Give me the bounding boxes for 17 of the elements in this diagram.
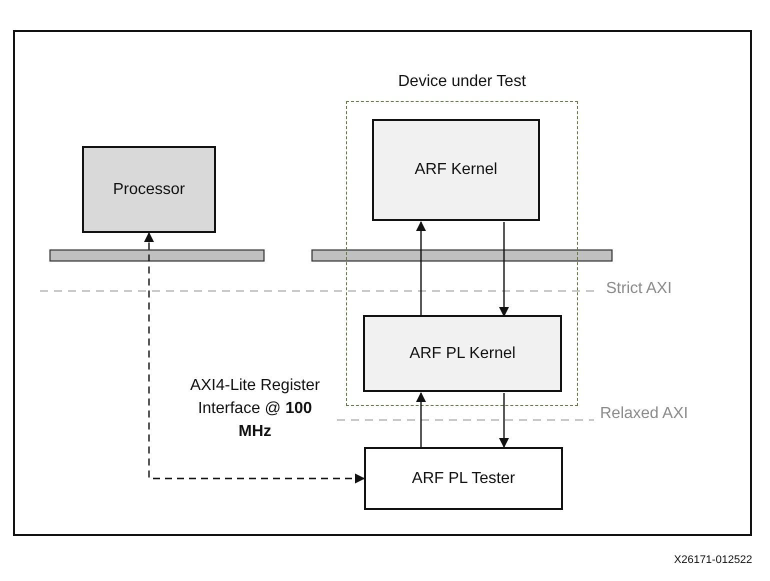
process-box [82,146,216,233]
board-outline [13,30,752,536]
process-box [363,315,562,392]
arrow [144,232,365,484]
box-label: ARF PL Tester [410,468,516,489]
arrow [499,393,509,448]
arrow [416,392,426,447]
arrow [416,221,426,316]
process-box [372,119,540,221]
arrow [499,222,509,317]
process-box [364,447,563,510]
group-heading: Device under Test [397,72,527,92]
box-label: Processor [112,180,186,200]
edge-label: AXI4-Lite Register Interface @ 100 MHz [189,376,321,442]
box-label: ARF Kernel [414,160,498,180]
box-label: ARF PL Kernel [408,344,517,364]
figure-id: X26171-012522 [674,554,752,566]
